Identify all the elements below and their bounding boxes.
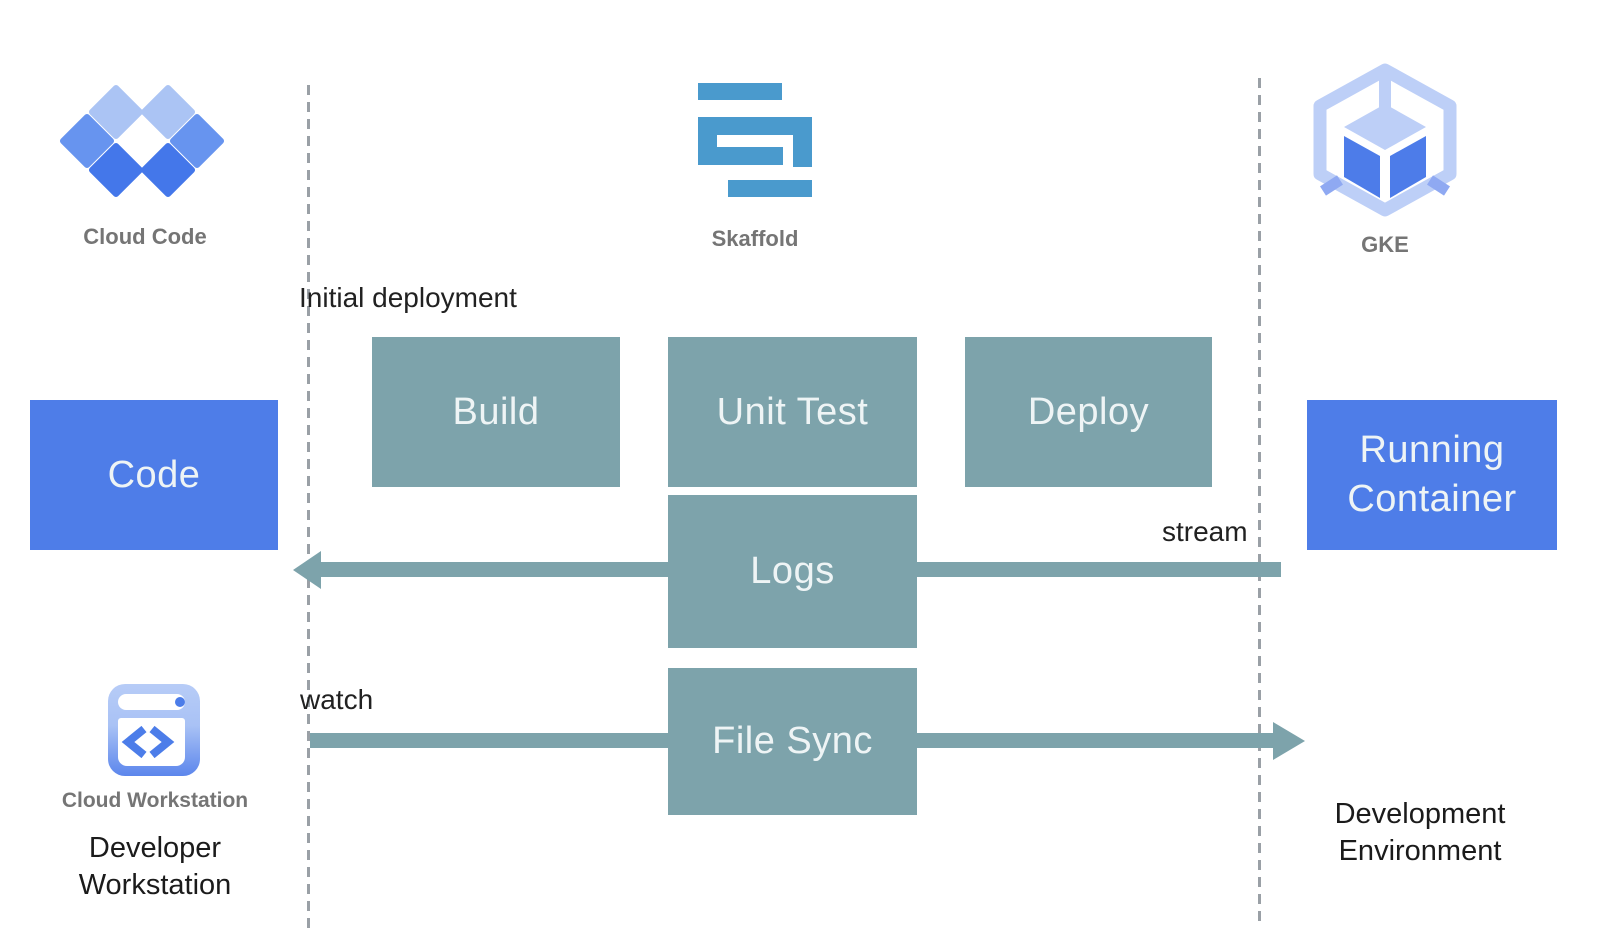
skaffold-mid-top-bar xyxy=(698,117,812,135)
stream-label: stream xyxy=(1162,516,1248,547)
cloud-workstation-label: Cloud Workstation xyxy=(61,789,249,812)
workstation-address-bar xyxy=(118,694,185,710)
code-brackets-icon xyxy=(121,725,175,759)
unit-test-node: Unit Test xyxy=(668,337,917,487)
skaffold-mid-bottom-bar xyxy=(698,147,783,165)
workstation-dot-icon xyxy=(175,697,185,707)
gke-label: GKE xyxy=(1361,232,1409,257)
logs-node: Logs xyxy=(668,495,917,648)
initial-deployment-label: Initial deployment xyxy=(299,282,517,313)
file-sync-node-label: File Sync xyxy=(712,720,873,762)
code-node: Code xyxy=(30,400,278,550)
deploy-node: Deploy xyxy=(965,337,1212,487)
right-arrow-head xyxy=(1273,722,1305,760)
skaffold-label: Skaffold xyxy=(711,226,799,251)
skaffold-s-bars-icon xyxy=(690,75,820,205)
logs-node-label: Logs xyxy=(750,550,835,592)
cloud-workstation-window-icon xyxy=(108,684,200,776)
workstation-body-panel xyxy=(118,718,185,766)
left-arrow-head xyxy=(293,551,321,589)
left-boundary-dashed-line xyxy=(307,85,310,930)
running-container-label: Running Container xyxy=(1347,429,1517,520)
unit-test-node-label: Unit Test xyxy=(716,390,869,433)
watch-label: watch xyxy=(300,684,374,715)
right-boundary-dashed-line xyxy=(1258,78,1261,926)
running-container-node: Running Container xyxy=(1307,400,1557,550)
code-node-label: Code xyxy=(107,453,201,496)
file-sync-node: File Sync xyxy=(668,668,917,815)
skaffold-top-bar xyxy=(698,83,782,100)
development-environment-label: Development Environment xyxy=(1334,798,1506,867)
build-node: Build xyxy=(372,337,620,487)
build-node-label: Build xyxy=(452,390,540,433)
cloud-code-label: Cloud Code xyxy=(83,224,207,249)
deploy-node-label: Deploy xyxy=(1027,390,1150,433)
developer-workstation-label: Developer Workstation xyxy=(78,832,232,901)
gke-hexagon-cube-icon xyxy=(1310,60,1460,220)
skaffold-right-vertical-bar xyxy=(793,117,812,167)
skaffold-bottom-bar xyxy=(728,180,812,197)
